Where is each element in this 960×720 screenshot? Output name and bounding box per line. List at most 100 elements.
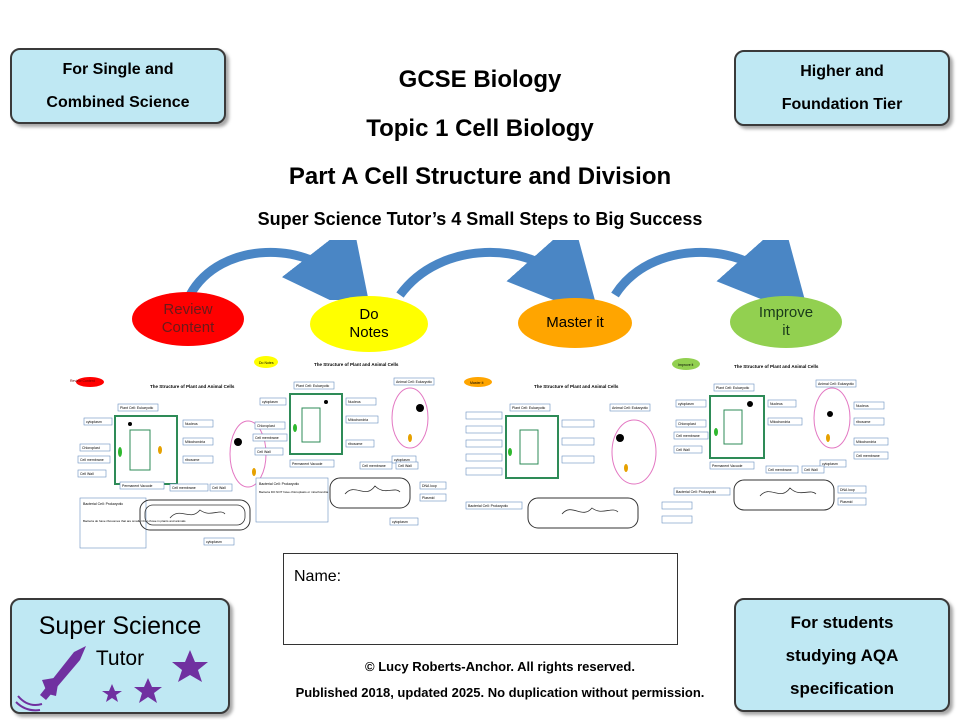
step-review-content: Review Content bbox=[132, 292, 244, 346]
thumb-plant-3: Plant Cell: Eukaryotic bbox=[512, 406, 546, 410]
thumb-wall-1: Cell Wall bbox=[80, 472, 94, 476]
name-label: Name: bbox=[294, 568, 342, 585]
thumb-cyto-4: cytoplasm bbox=[678, 402, 694, 406]
thumb-title-2: The Structure of Plant and Animal Cells bbox=[314, 362, 399, 367]
rocket-trail-2 bbox=[15, 701, 41, 712]
thumb-plasmid-2: Plasmid bbox=[422, 496, 435, 500]
copyright-text: © Lucy Roberts-Anchor. All rights reserv… bbox=[365, 659, 635, 674]
step-improve-it: Improve it bbox=[730, 296, 842, 348]
thumb-vacuole-1: Permanent Vacuole bbox=[122, 484, 153, 488]
thumb-membrane-4: Cell membrane bbox=[676, 434, 700, 438]
top-right-line-2: Foundation Tier bbox=[781, 96, 903, 113]
star-icon-small bbox=[102, 684, 122, 702]
published-text: Published 2018, updated 2025. No duplica… bbox=[295, 685, 705, 700]
thumb-mito-4: Mitochondria bbox=[770, 420, 790, 424]
step-do-notes-label: Do Notes bbox=[349, 306, 389, 341]
thumb-title-3: The Structure of Plant and Animal Cells bbox=[534, 384, 619, 389]
thumb-bacteria-note-2: Bacteria DO NOT have chloroplasts or mit… bbox=[259, 490, 328, 494]
thumb-dna-4: DNA loop bbox=[840, 488, 855, 492]
thumb-cyto-2: cytoplasm bbox=[262, 400, 278, 404]
preview-sheet-master: Master it The Structure of Plant and Ani… bbox=[464, 377, 693, 529]
thumb-bacterial-1: Bacterial Cell: Prokaryotic bbox=[83, 502, 123, 506]
course-title: GCSE Biology bbox=[398, 66, 562, 93]
thumb-plasmid-4: Plasmid bbox=[840, 500, 853, 504]
thumb-plant-4: Plant Cell: Eukaryotic bbox=[716, 386, 750, 390]
thumb-membrane-4c: Cell membrane bbox=[856, 454, 880, 458]
preview-sheet-improve: Improve it The Structure of Plant and An… bbox=[672, 358, 889, 511]
thumb-dna-2: DNA loop bbox=[422, 484, 437, 488]
thumb-plant-1: Plant Cell: Eukaryotic bbox=[120, 406, 154, 410]
single-combined-science-box: For Single and Combined Science bbox=[10, 48, 226, 124]
top-left-line-1: For Single and bbox=[62, 61, 174, 78]
bottom-right-line-2: studying AQA bbox=[785, 645, 899, 665]
thumb-bacterial-4: Bacterial Cell: Prokaryotic bbox=[676, 490, 716, 494]
bottom-right-line-1: For students bbox=[790, 612, 894, 632]
thumb-bacterial-3: Bacterial Cell: Prokaryotic bbox=[468, 504, 508, 508]
thumb-animal-4: Animal Cell: Eukaryotic bbox=[818, 382, 854, 386]
logo-subtitle: Tutor bbox=[95, 647, 145, 670]
thumb-cyto-1: cytoplasm bbox=[86, 420, 102, 424]
thumb-ribo-4: ribosome bbox=[856, 420, 870, 424]
arrow-1 bbox=[186, 240, 373, 300]
thumb-ribo-1: ribosome bbox=[185, 458, 199, 462]
rocket-trail-1 bbox=[17, 695, 43, 706]
step-do-notes: Do Notes bbox=[310, 296, 428, 352]
thumb-title-4: The Structure of Plant and Animal Cells bbox=[734, 364, 819, 369]
thumb-cyto-2c: cytoplasm bbox=[392, 520, 408, 524]
thumb-nucleus-4: Nucleus bbox=[770, 402, 783, 406]
thumb-wall-1b: Cell Wall bbox=[212, 486, 226, 490]
tier-box: Higher and Foundation Tier bbox=[734, 50, 950, 126]
thumb-cyto-2b: cytoplasm bbox=[394, 458, 410, 462]
thumb-mito-2: Mitochondria bbox=[348, 418, 368, 422]
thumb-bacterial-2: Bacterial Cell: Prokaryotic bbox=[259, 482, 299, 486]
step-arrows bbox=[186, 240, 810, 300]
thumb-membrane-2: Cell membrane bbox=[255, 436, 279, 440]
thumb-vacuole-4: Permanent Vacuole bbox=[712, 464, 743, 468]
step-review-content-label: Review Content bbox=[161, 301, 215, 336]
thumb-wall-4: Cell Wall bbox=[676, 448, 690, 452]
thumb-membrane-1b: Cell membrane bbox=[172, 486, 196, 490]
logo-title: Super Science bbox=[38, 612, 202, 640]
thumb-vacuole-2: Permanent Vacuole bbox=[292, 462, 323, 466]
thumb-notes-tag: Do Notes bbox=[259, 361, 274, 365]
tagline: Super Science Tutor’s 4 Small Steps to B… bbox=[257, 209, 703, 229]
thumb-nucleus-2: Nucleus bbox=[348, 400, 361, 404]
thumb-ribo-note-1: Bacteria do have ribosomes that are smal… bbox=[83, 519, 186, 523]
topic-title: Topic 1 Cell Biology bbox=[366, 115, 594, 142]
thumb-chloro-4: Chloroplast bbox=[678, 422, 696, 426]
thumb-cyto-1b: cytoplasm bbox=[206, 540, 222, 544]
arrow-3 bbox=[611, 240, 810, 300]
thumb-animal-2: Animal Cell: Eukaryotic bbox=[396, 380, 432, 384]
star-icon-large bbox=[172, 650, 208, 682]
thumb-ribo-2: ribosome bbox=[348, 442, 362, 446]
name-field-box[interactable]: Name: bbox=[283, 553, 678, 645]
super-science-tutor-logo: Super Science Tutor bbox=[10, 598, 230, 714]
bottom-right-line-3: specification bbox=[790, 678, 894, 698]
thumb-chloro-1: Chloroplast bbox=[82, 446, 100, 450]
thumb-title-1: The Structure of Plant and Animal Cells bbox=[150, 384, 235, 389]
thumb-mito-4b: Mitochondria bbox=[856, 440, 876, 444]
thumb-cyto-4b: cytoplasm bbox=[822, 462, 838, 466]
step-master-it: Master it bbox=[518, 298, 632, 348]
thumb-membrane-2b: Cell membrane bbox=[362, 464, 386, 468]
preview-sheet-notes: Do Notes The Structure of Plant and Anim… bbox=[252, 356, 447, 526]
rocket-stars-graphic bbox=[15, 646, 208, 712]
thumb-animal-3: Animal Cell: Eukaryotic bbox=[612, 406, 648, 410]
rocket-icon bbox=[40, 646, 86, 700]
step-improve-it-label: Improve it bbox=[758, 304, 814, 339]
step-master-it-label: Master it bbox=[546, 314, 604, 331]
thumb-wall-2: Cell Wall bbox=[257, 450, 271, 454]
arrow-2 bbox=[396, 240, 600, 300]
thumb-mito-1: Mitochondria bbox=[185, 440, 205, 444]
worksheet-preview-collage: Review Content The Structure of Plant an… bbox=[70, 356, 889, 549]
top-left-line-2: Combined Science bbox=[46, 94, 190, 111]
thumb-plant-2: Plant Cell: Eukaryotic bbox=[296, 384, 330, 388]
thumb-nucleus-4b: Nucleus bbox=[856, 404, 869, 408]
preview-sheet-review: Review Content The Structure of Plant an… bbox=[70, 377, 267, 549]
thumb-nucleus-1: Nucleus bbox=[185, 422, 198, 426]
thumb-membrane-1: Cell membrane bbox=[80, 458, 104, 462]
thumb-membrane-4b: Cell membrane bbox=[768, 468, 792, 472]
part-title: Part A Cell Structure and Division bbox=[288, 163, 672, 190]
thumb-wall-4b: Cell Wall bbox=[804, 468, 818, 472]
thumb-review-tag: Review Content bbox=[70, 379, 95, 383]
